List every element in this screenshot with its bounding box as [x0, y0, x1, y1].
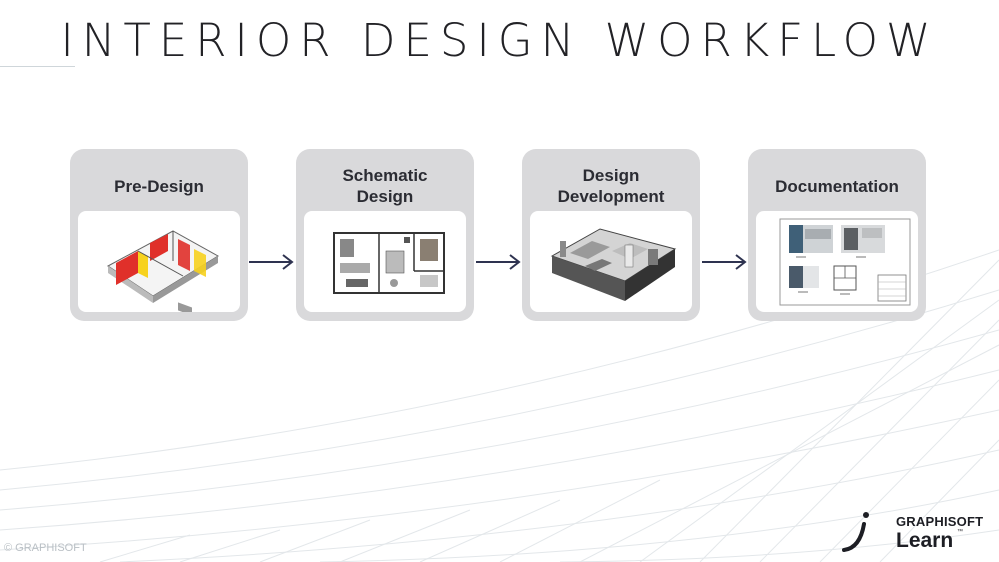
step-label: Pre-Design	[114, 176, 204, 196]
arrow-right-icon	[702, 254, 747, 270]
step-card-pre-design[interactable]: Pre-Design	[70, 149, 248, 321]
step-image-documentation	[756, 211, 918, 312]
graphisoft-learn-logo: GRAPHISOFT Learn ™	[838, 510, 993, 558]
arrow-right-icon	[249, 254, 294, 270]
brand-name: GRAPHISOFT	[896, 514, 984, 529]
page-title: INTERIOR DESIGN WORKFLOW	[60, 14, 939, 67]
step-image-pre-design	[78, 211, 240, 312]
graphisoft-logo-icon	[842, 512, 869, 552]
arrow-right-icon	[476, 254, 521, 270]
trademark-symbol: ™	[957, 529, 963, 535]
step-image-design-development	[530, 211, 692, 312]
title-divider	[0, 66, 75, 67]
step-card-documentation[interactable]: Documentation	[748, 149, 926, 321]
step-label: Documentation	[775, 176, 899, 196]
brand-product: Learn	[896, 529, 954, 552]
step-image-schematic-design	[304, 211, 466, 312]
copyright-text: © GRAPHISOFT	[4, 542, 87, 554]
